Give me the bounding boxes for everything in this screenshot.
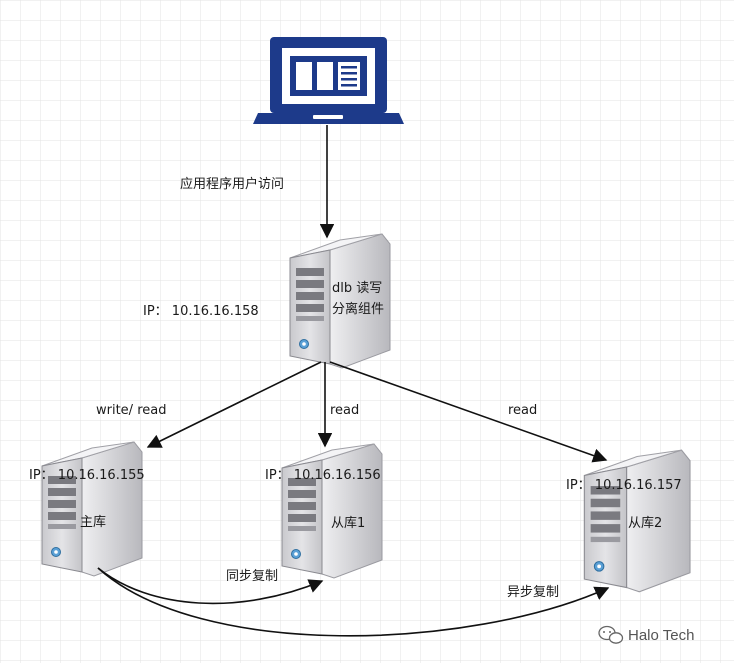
arrow-balancer-to-master <box>146 361 322 448</box>
watermark-text: Halo Tech <box>628 627 694 644</box>
arrow-balancer-to-slave2 <box>329 361 608 463</box>
laptop-icon <box>253 37 404 124</box>
sync-replication-label: 同步复制 <box>226 569 278 584</box>
slave2-name: 从库2 <box>628 515 662 531</box>
slave1-server-icon <box>281 443 383 579</box>
master-server-icon <box>41 441 143 577</box>
master-ip: IP： 10.16.16.155 <box>29 468 145 483</box>
balancer-server-icon <box>289 233 391 369</box>
balancer-name-line2: 分离组件 <box>332 301 384 317</box>
edge-label-read-slave1: read <box>330 403 359 418</box>
wechat-logo-icon <box>598 625 624 644</box>
balancer-name-line1: dlb 读写 <box>332 281 382 296</box>
slave2-ip: IP： 10.16.16.157 <box>566 478 682 493</box>
async-replication-arrow <box>97 567 610 637</box>
balancer-ip: IP： 10.16.16.158 <box>143 304 259 319</box>
edge-label-write-read: write/ read <box>96 403 166 418</box>
client-label: 应用程序用户访问 <box>180 176 284 192</box>
async-replication-label: 异步复制 <box>507 585 559 600</box>
sync-replication-arrow <box>97 567 324 605</box>
edge-label-read-slave2: read <box>508 403 537 418</box>
slave1-ip: IP： 10.16.16.156 <box>265 468 381 483</box>
slave1-name: 从库1 <box>331 515 365 531</box>
master-name: 主库 <box>80 514 106 530</box>
